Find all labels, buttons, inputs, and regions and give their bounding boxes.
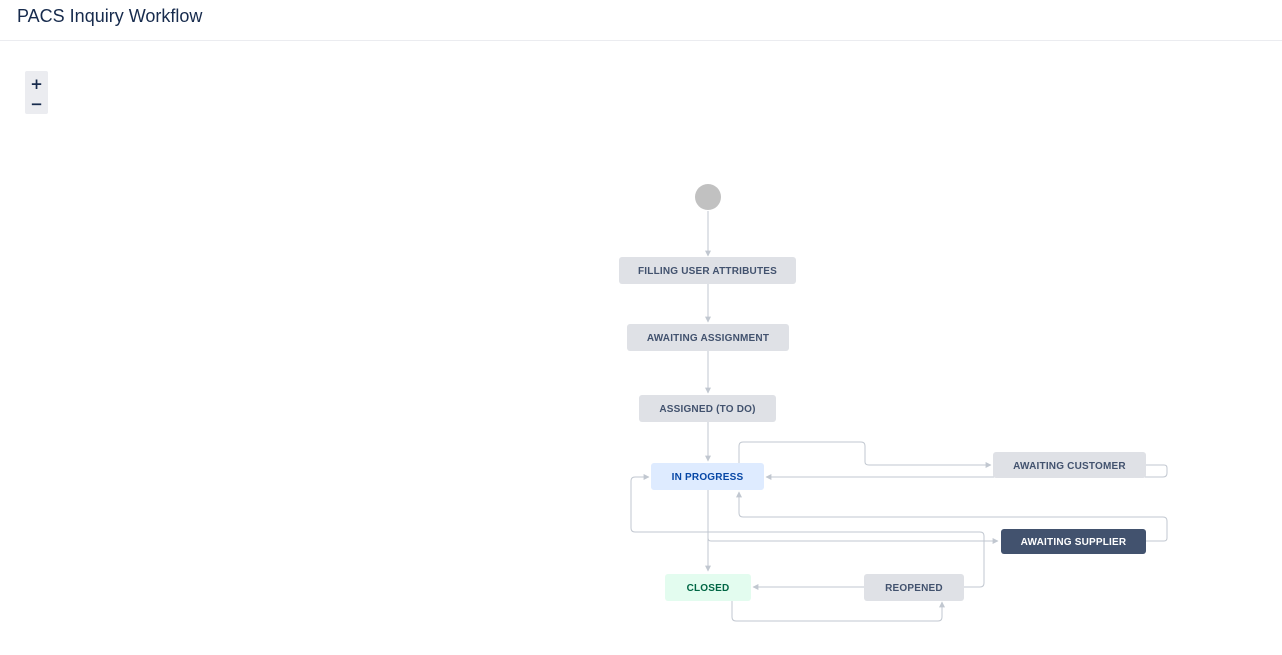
zoom-in-button[interactable]: + [30,74,43,93]
transition-closed-to-reopened[interactable] [731,601,945,622]
status-awaiting-assignment[interactable]: AWAITING ASSIGNMENT [627,324,789,351]
status-in-progress[interactable]: IN PROGRESS [651,463,764,490]
status-reopened[interactable]: REOPENED [864,574,964,601]
status-assigned-to-do[interactable]: ASSIGNED (TO DO) [639,395,776,422]
page-title: PACS Inquiry Workflow [17,6,203,26]
status-label: REOPENED [885,583,943,594]
status-label: FILLING USER ATTRIBUTES [638,266,777,277]
status-label: ASSIGNED (TO DO) [659,404,755,415]
transition-in-progress-to-awaiting-supplier[interactable] [707,490,999,544]
status-label: CLOSED [687,583,730,594]
start-node [695,184,721,210]
status-label: AWAITING CUSTOMER [1013,461,1126,472]
transition-awaiting-customer-to-in-progress[interactable] [765,464,1168,480]
zoom-controls: + − [25,71,48,114]
status-awaiting-customer[interactable]: AWAITING CUSTOMER [993,452,1146,478]
status-filling-user-attributes[interactable]: FILLING USER ATTRIBUTES [619,257,796,284]
transition-in-progress-to-awaiting-customer[interactable] [738,441,992,468]
status-label: AWAITING ASSIGNMENT [647,333,769,344]
status-label: AWAITING SUPPLIER [1021,537,1127,548]
zoom-out-button[interactable]: − [30,94,43,113]
transition-lines [630,211,1168,622]
transition-awaiting-supplier-to-in-progress[interactable] [736,491,1168,542]
status-label: IN PROGRESS [672,472,744,483]
status-closed[interactable]: CLOSED [665,574,751,601]
status-awaiting-supplier[interactable]: AWAITING SUPPLIER [1001,529,1146,554]
header-bar: PACS Inquiry Workflow [0,0,1282,41]
transition-reopened-to-in-progress[interactable] [630,474,985,588]
